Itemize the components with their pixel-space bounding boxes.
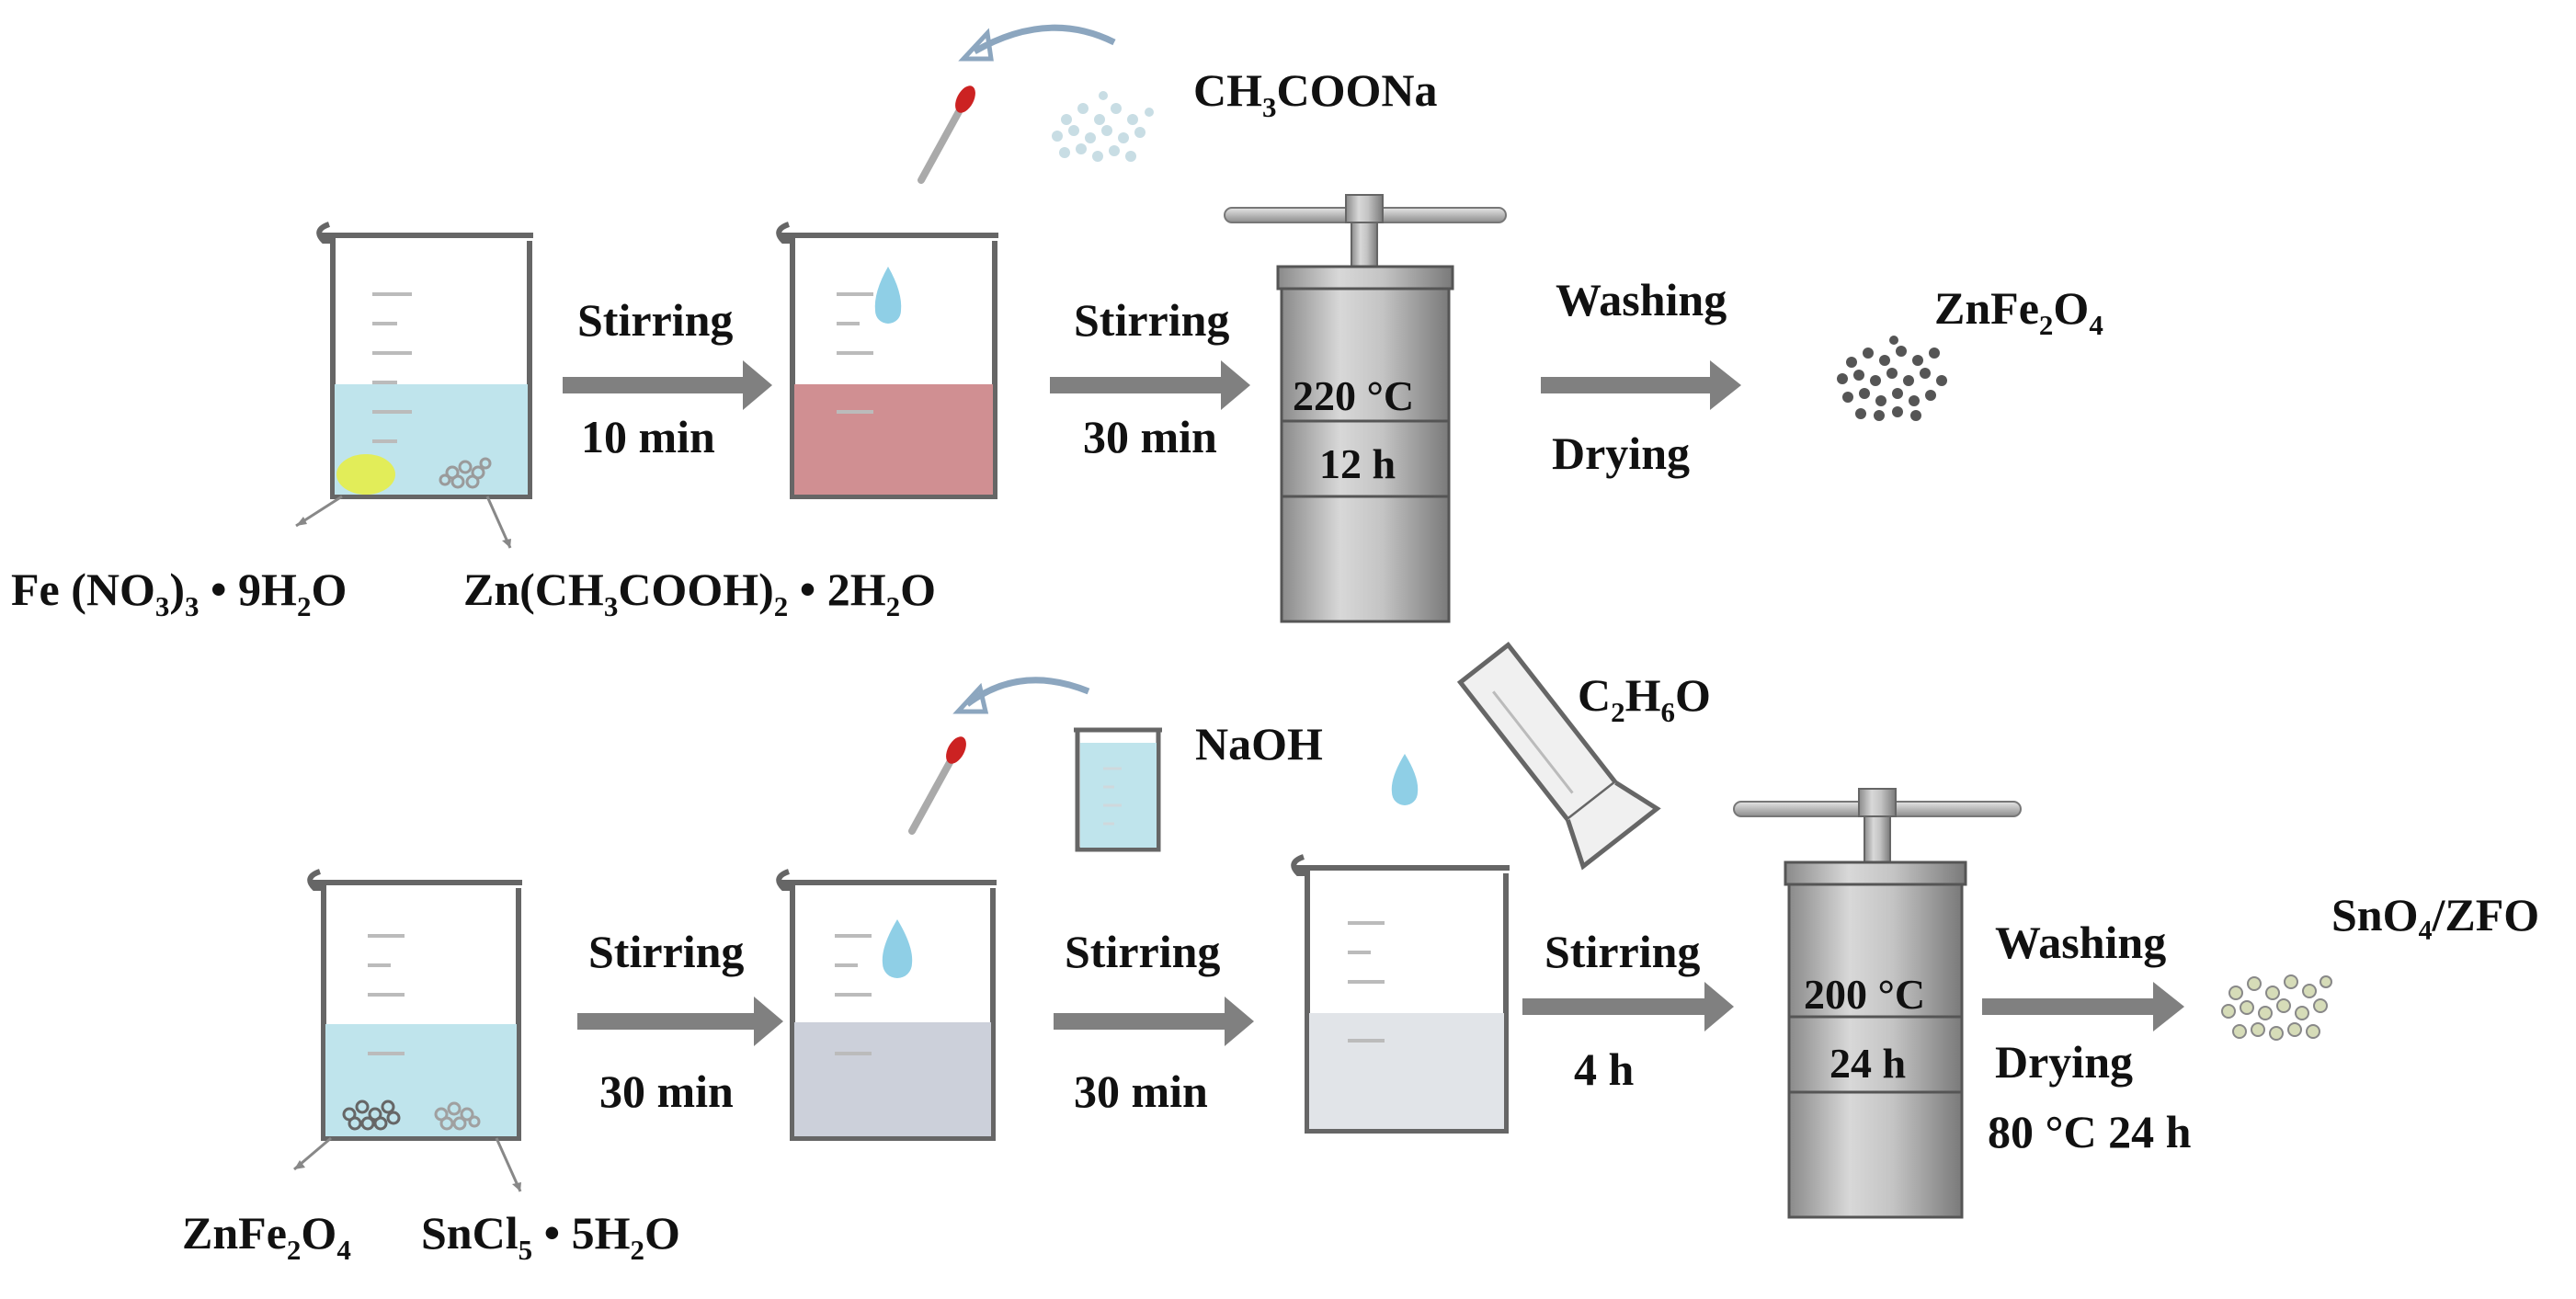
autoclave-bottom-temp: 200 °C xyxy=(1804,971,1925,1018)
step-3-washing: Washing xyxy=(1556,274,1727,325)
reagent-zn-acetate: Zn(CH3COOH)2 • 2H2O xyxy=(463,564,936,622)
naoh-beaker-icon xyxy=(1074,727,1162,852)
droplet-icon xyxy=(874,267,902,324)
product-sno4-zfo-powder xyxy=(2221,974,2332,1041)
sodium-acetate-powder xyxy=(1052,91,1154,162)
additive-naoh: NaOH xyxy=(1195,718,1323,769)
bottom-step-3-duration: 4 h xyxy=(1574,1043,1635,1095)
step-2-duration: 30 min xyxy=(1083,411,1217,462)
bottom-step-4-drying: Drying xyxy=(1995,1036,2133,1088)
product-znfe2o4-powder xyxy=(1837,336,1947,421)
autoclave-top-temp: 220 °C xyxy=(1293,372,1414,419)
bottom-step-3-action: Stirring xyxy=(1544,926,1700,977)
autoclave-top-time: 12 h xyxy=(1319,440,1396,487)
bottom-step-1-duration: 30 min xyxy=(599,1065,734,1117)
bottom-step-2-duration: 30 min xyxy=(1074,1065,1208,1117)
arrow-step-2 xyxy=(1050,360,1250,410)
reagent-fe-nitrate: Fe (NO3)3 • 9H2O xyxy=(11,564,347,622)
curved-arrow-icon xyxy=(973,24,1116,55)
ethanol-cylinder-icon xyxy=(1456,642,1661,871)
step-1-duration: 10 min xyxy=(581,411,715,462)
additive-sodium-acetate: CH3COONa xyxy=(1193,64,1438,123)
znfe2o4-solid xyxy=(342,1100,401,1131)
additive-ethanol: C2H6O xyxy=(1578,669,1711,728)
beaker-3-bottom xyxy=(1291,854,1510,1134)
beaker-1-top xyxy=(316,222,533,499)
dropper-icon xyxy=(918,85,975,184)
zinc-acetate-solid xyxy=(439,457,492,489)
arrow-step-3 xyxy=(1541,360,1741,410)
step-2-action: Stirring xyxy=(1074,294,1229,346)
autoclave-bottom-time: 24 h xyxy=(1829,1040,1906,1087)
reagent-znfe2o4: ZnFe2O4 xyxy=(182,1207,351,1266)
bottom-step-2-action: Stirring xyxy=(1065,926,1220,977)
beaker-1-bottom xyxy=(307,869,522,1141)
bottom-step-4-washing: Washing xyxy=(1995,917,2166,968)
arrow-step-1 xyxy=(563,360,772,410)
step-3-drying: Drying xyxy=(1552,427,1690,479)
droplet-icon xyxy=(1391,754,1419,805)
reagent-sncl: SnCl5 • 5H2O xyxy=(421,1207,680,1266)
arrow-bottom-step-3 xyxy=(1522,982,1734,1031)
step-1-action: Stirring xyxy=(577,294,733,346)
arrow-bottom-step-1 xyxy=(577,997,783,1046)
sncl-solid xyxy=(434,1101,481,1131)
dropper-icon xyxy=(908,736,966,835)
beaker-2-top xyxy=(776,222,998,499)
iron-nitrate-solid xyxy=(336,454,395,495)
autoclave-bottom xyxy=(1733,788,2022,1219)
arrow-bottom-step-4 xyxy=(1982,982,2184,1031)
bottom-step-4-conditions: 80 °C 24 h xyxy=(1988,1106,2192,1157)
autoclave-top xyxy=(1224,194,1507,623)
product-sno4-zfo: SnO₄/ZFO xyxy=(2331,889,2539,940)
arrow-bottom-step-2 xyxy=(1054,997,1254,1046)
beaker-2-bottom xyxy=(776,869,997,1141)
droplet-icon xyxy=(882,919,913,978)
product-znfe2o4: ZnFe2O4 xyxy=(1934,282,2103,341)
bottom-step-1-action: Stirring xyxy=(588,926,744,977)
